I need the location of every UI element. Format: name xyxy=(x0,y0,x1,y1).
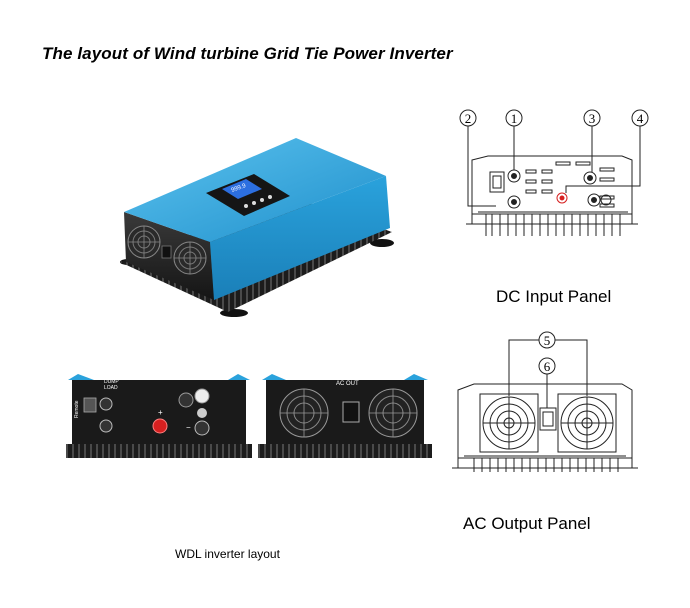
panel-outline xyxy=(471,155,633,215)
fan-icon xyxy=(368,388,418,438)
callout-number: 3 xyxy=(589,111,596,126)
minus-label: − xyxy=(186,423,191,432)
ac-socket-icon xyxy=(539,407,557,431)
cable-gland-icon xyxy=(583,171,597,185)
dump-load-terminal-icon xyxy=(511,199,517,205)
callout-leader xyxy=(555,339,588,396)
ac-out-label: AC OUT xyxy=(336,381,359,387)
body-edge xyxy=(228,374,250,380)
fan-icon xyxy=(279,388,329,438)
fan-icon xyxy=(479,393,539,453)
page-title: The layout of Wind turbine Grid Tie Powe… xyxy=(42,44,453,63)
callout-6 xyxy=(538,357,556,375)
heatsink-fins xyxy=(466,214,638,236)
callout-leader xyxy=(508,339,539,396)
dump-load-terminal-icon xyxy=(99,397,113,411)
remote-port-icon xyxy=(489,171,505,193)
callout-4 xyxy=(631,109,649,127)
ac-socket-icon xyxy=(542,411,554,427)
callout-number: 6 xyxy=(544,359,551,374)
dc-input-panel-label: DC Input Panel xyxy=(496,287,612,306)
callout-number: 4 xyxy=(637,111,644,126)
fan-icon xyxy=(557,393,617,453)
ac-socket-icon xyxy=(342,401,360,423)
dc-negative-terminal-icon xyxy=(591,197,597,203)
body-edge xyxy=(68,374,94,380)
callout-number: 5 xyxy=(544,333,551,348)
heatsink-fins xyxy=(452,458,638,472)
heatsink-fins xyxy=(66,444,252,458)
panel-button xyxy=(244,204,248,208)
panel-button xyxy=(252,201,256,205)
body-edge xyxy=(262,374,286,380)
dc-negative-terminal-icon xyxy=(194,420,210,436)
remote-label: Remote xyxy=(74,400,80,418)
ac-output-panel-drawing xyxy=(452,331,638,472)
dc-positive-terminal-icon xyxy=(556,192,568,204)
dc-positive-terminal-icon xyxy=(152,418,168,434)
photo-caption: WDL inverter layout xyxy=(175,547,280,561)
plus-label: + xyxy=(158,408,163,417)
dc-negative-terminal-icon xyxy=(587,193,601,207)
dump-load-label: LOAD xyxy=(104,385,118,391)
fan-icon xyxy=(127,225,161,259)
dump-load-terminal-icon xyxy=(99,419,113,433)
dump-load-label: DUMP xyxy=(104,379,119,385)
inverter-photo-3d: 999.9 xyxy=(120,138,394,317)
display-panel xyxy=(206,174,290,216)
callout-1 xyxy=(505,109,523,127)
dc-terminal-icon xyxy=(600,194,612,206)
cable-gland-icon xyxy=(178,392,194,408)
remote-port-icon xyxy=(492,175,502,189)
dump-load-terminal-icon xyxy=(511,173,517,179)
panel-button xyxy=(260,198,264,202)
indicator-icon xyxy=(197,408,207,418)
dump-load-terminal-icon xyxy=(507,195,521,209)
ac-output-panel-label: AC Output Panel xyxy=(463,514,591,533)
body-edge xyxy=(404,374,428,380)
heatsink-fins xyxy=(258,444,432,458)
vent-slots xyxy=(525,161,615,208)
fan-icon xyxy=(173,241,207,275)
cable-gland-icon xyxy=(587,175,593,181)
inverter-photo-dc-side: DUMP LOAD Remote + − xyxy=(66,374,252,458)
callout-number: 1 xyxy=(511,111,518,126)
remote-port-icon xyxy=(83,397,97,413)
dc-terminal-icon xyxy=(194,388,210,404)
panel-button xyxy=(268,195,272,199)
callout-number: 2 xyxy=(465,111,472,126)
callout-3 xyxy=(583,109,601,127)
callout-5 xyxy=(538,331,556,349)
callout-2 xyxy=(459,109,477,127)
dc-input-panel-drawing xyxy=(459,109,649,236)
inverter-photo-ac-side: AC OUT xyxy=(258,374,432,458)
mounting-foot xyxy=(370,239,394,247)
ac-socket-icon xyxy=(161,245,172,259)
front-face xyxy=(210,176,390,300)
lcd-screen xyxy=(222,179,262,199)
dc-positive-terminal-icon xyxy=(559,195,565,201)
callout-leader xyxy=(467,126,496,207)
callout-leader xyxy=(565,126,641,193)
lcd-reading: 999.9 xyxy=(231,183,248,194)
